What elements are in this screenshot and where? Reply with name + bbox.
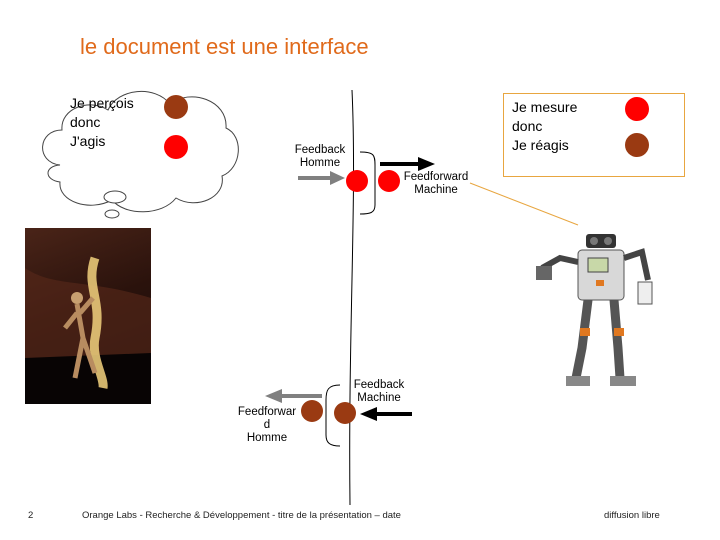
label-feedback-machine: Feedback Machine (353, 379, 405, 404)
footer-caption: Orange Labs - Recherche & Développement … (82, 510, 401, 521)
machine-line-1: Je mesure (512, 99, 578, 115)
thought-bubble-large (103, 190, 127, 204)
robot-illustration (536, 234, 653, 386)
lower-bracket (325, 384, 341, 447)
page-title: le document est une interface (80, 34, 369, 59)
brown-dot (301, 400, 323, 422)
feedforward-homme-arrow (265, 389, 322, 403)
red-dot (346, 170, 368, 192)
upper-bracket (359, 151, 376, 215)
machine-text-block: Je mesure donc Je réagis (512, 98, 577, 155)
machine-line-2: donc (512, 118, 543, 134)
robot-right-leg (609, 299, 625, 379)
thought-line-2: donc (70, 114, 101, 130)
thought-line-3: J'agis (70, 133, 106, 149)
feedback-machine-arrow (360, 407, 412, 421)
thought-dots (164, 95, 188, 159)
dancer-figure (25, 256, 151, 404)
dancer-photo (25, 228, 151, 404)
brown-dot (164, 95, 188, 119)
machine-callout-box (503, 93, 685, 177)
robot-left-leg (571, 299, 593, 379)
machine-dots (625, 97, 649, 157)
footer-distribution: diffusion libre (604, 510, 660, 521)
box-connector (469, 182, 579, 226)
red-dot (164, 135, 188, 159)
robot-left-arm (540, 254, 579, 271)
red-dot (625, 97, 649, 121)
page-number: 2 (28, 510, 34, 521)
machine-line-3: Je réagis (512, 137, 569, 153)
brown-dot (334, 402, 356, 424)
feedforward-machine-arrow (380, 157, 435, 171)
robot-right-arm (623, 248, 651, 281)
label-feedback-homme: Feedback Homme (294, 144, 346, 169)
brown-dot (625, 133, 649, 157)
thought-text-block: Je perçois donc J'agis (70, 94, 134, 151)
red-dot (378, 170, 400, 192)
label-feedforward-homme: Feedforwar d Homme (237, 406, 297, 444)
thought-line-1: Je perçois (70, 95, 134, 111)
thought-bubble-medium (104, 209, 120, 219)
thought-cloud (42, 91, 239, 219)
interface-line (349, 89, 355, 506)
label-feedforward-machine: Feedforward Machine (403, 171, 469, 196)
feedback-homme-arrow (298, 171, 345, 185)
